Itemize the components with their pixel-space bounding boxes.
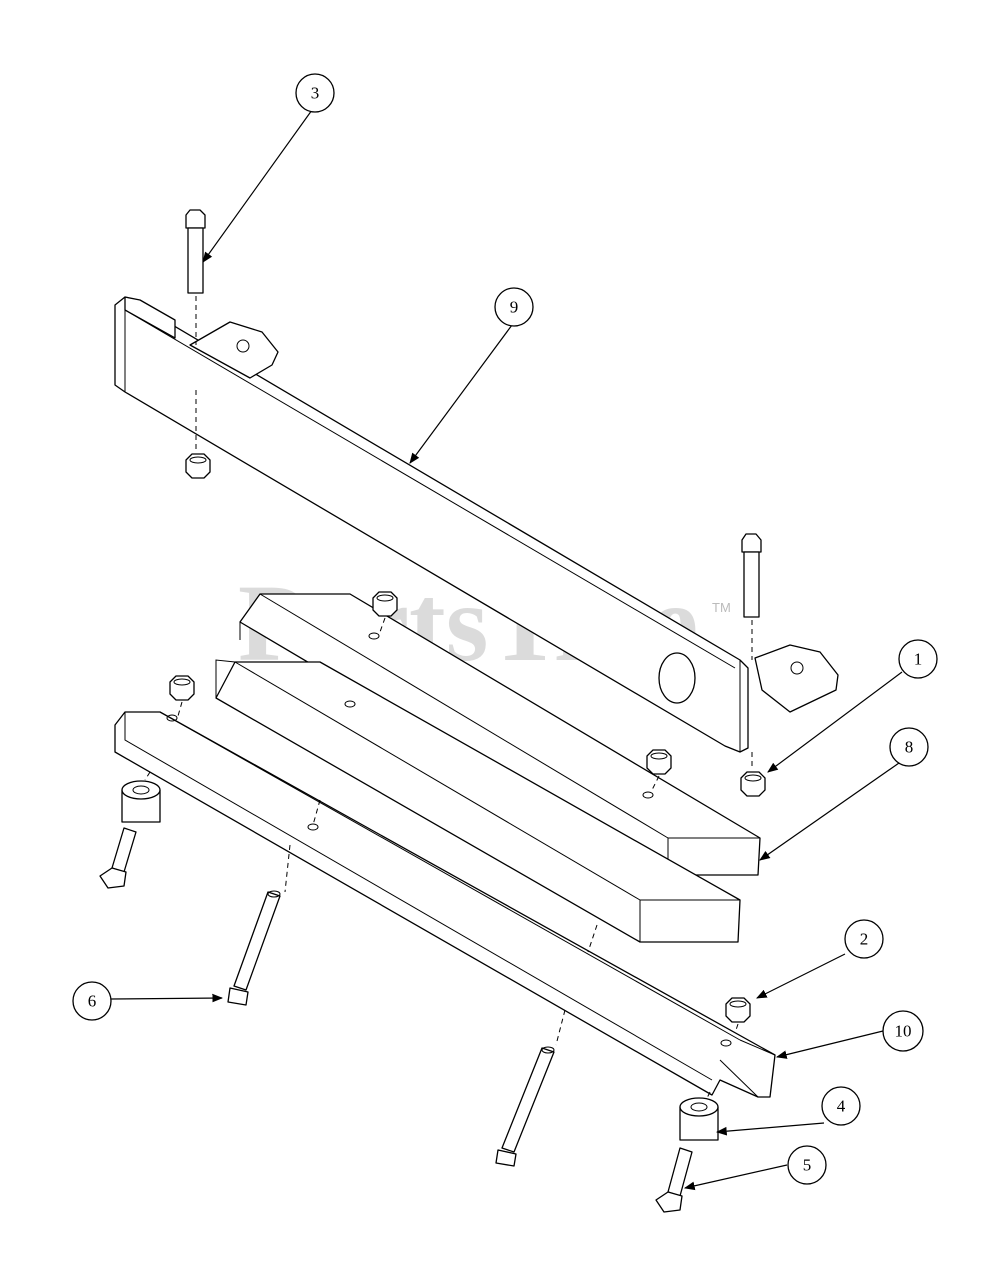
part-3-bolt-right: [741, 533, 762, 770]
part-1-nut-right: [740, 771, 766, 797]
part-2-nut-upper-right: [646, 749, 672, 791]
watermark-trademark: TM: [712, 600, 731, 615]
callout-3: 3: [295, 73, 335, 113]
part-6-bolt-left: [227, 890, 281, 1006]
callout-1: 1: [898, 639, 938, 679]
callout-9: 9: [494, 287, 534, 327]
part-2-nut-left: [169, 675, 195, 717]
part-5-bolt-right: [655, 1147, 693, 1213]
callout-4: 4: [821, 1086, 861, 1126]
callout-10: 10: [882, 1010, 924, 1052]
part-5-bolt-left: [99, 827, 137, 889]
callout-10-label: 10: [895, 1022, 912, 1041]
part-4-spacer-left: [121, 771, 161, 823]
part-2-nut-upper-left: [372, 591, 398, 633]
part-8-block-lower: [215, 659, 741, 962]
part-1-nut-left: [185, 453, 211, 479]
part-4-spacer-right: [679, 1091, 719, 1141]
callout-3-label: 3: [311, 84, 320, 103]
callout-1-label: 1: [914, 650, 923, 669]
callout-2-label: 2: [860, 930, 869, 949]
callout-4-label: 4: [837, 1097, 846, 1116]
callout-6: 6: [72, 981, 112, 1021]
part-3-bolt-left: [185, 209, 206, 450]
callout-8: 8: [889, 727, 929, 767]
callout-2: 2: [844, 919, 884, 959]
part-6-bolt-right: [495, 1046, 555, 1167]
callout-6-label: 6: [88, 992, 97, 1011]
leader-lines: [110, 109, 903, 1191]
callout-5: 5: [787, 1145, 827, 1185]
callout-5-label: 5: [803, 1156, 812, 1175]
part-10-channel: [114, 711, 776, 1098]
part-9-bracket: [114, 296, 839, 753]
callout-9-label: 9: [510, 298, 519, 317]
callout-8-label: 8: [905, 738, 914, 757]
